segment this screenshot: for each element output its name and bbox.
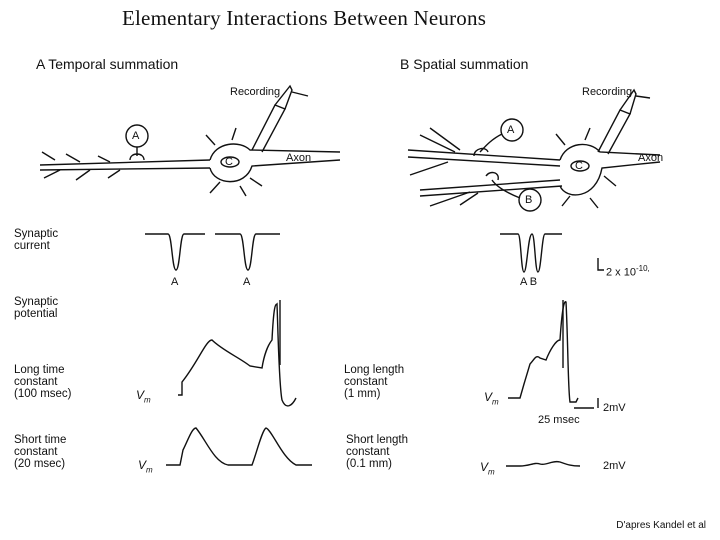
vm-symbol: V [136,388,145,402]
short-length-trace [506,460,581,467]
current-scale-label: 2 x 10-10, [606,264,650,279]
label-long-time-constant: Long time constant (100 msec) [14,364,72,400]
panel-a-title: A Temporal summation [36,56,179,72]
current-label-ab: A B [520,276,538,288]
long-time-trace [178,300,297,407]
long-length-trace [508,300,599,409]
panel-a-axon-label: Axon [286,152,312,164]
synaptic-current-traces [145,233,604,273]
vm-label-long-length: Vm [484,390,499,406]
vm-label-short-length: Vm [480,460,495,476]
credit-text: D'apres Kandel et al [616,520,706,531]
vm-symbol: V [138,458,147,472]
current-scale-value: 2 x 10 [606,266,636,279]
panel-b-recording-label: Recording [582,86,633,98]
panel-b-neuron [407,88,661,212]
time-scale-label: 25 msec [538,414,580,426]
short-time-trace [166,427,312,466]
current-label-a2: A [243,276,251,288]
vm-subscript: m [144,395,151,405]
panel-a-neuron [39,84,341,197]
label-short-time-constant: Short time constant (20 msec) [14,434,67,470]
vm-symbol: V [484,390,493,404]
current-label-a1: A [171,276,179,288]
vm-subscript: m [492,397,499,407]
mv-scale-label-1: 2mV [603,402,626,414]
panel-a-cell-label: C [225,156,233,168]
label-short-length-constant: Short length constant (0.1 mm) [346,434,409,470]
label-synaptic-potential: Synaptic potential [14,296,59,320]
page-title: Elementary Interactions Between Neurons [122,6,487,30]
current-scale-exponent: -10, [635,264,650,273]
label-synaptic-current: Synaptic current [14,228,59,252]
panel-b-title: B Spatial summation [400,56,529,72]
panel-b-axon-label: Axon [638,152,664,164]
panel-b-neuron-b-label: B [525,194,533,206]
vm-subscript: m [146,465,153,475]
panel-b-neuron-a-label: A [507,124,515,136]
panel-a-recording-label: Recording [230,86,281,98]
vm-label-short-time: Vm [138,458,153,474]
vm-label-long-time: Vm [136,388,151,404]
mv-scale-label-2: 2mV [603,460,626,472]
vm-symbol: V [480,460,489,474]
vm-subscript: m [488,467,495,477]
panel-b-cell-label: C [575,160,583,172]
label-long-length-constant: Long length constant (1 mm) [344,364,405,400]
panel-a-neuron-a-label: A [132,130,140,142]
